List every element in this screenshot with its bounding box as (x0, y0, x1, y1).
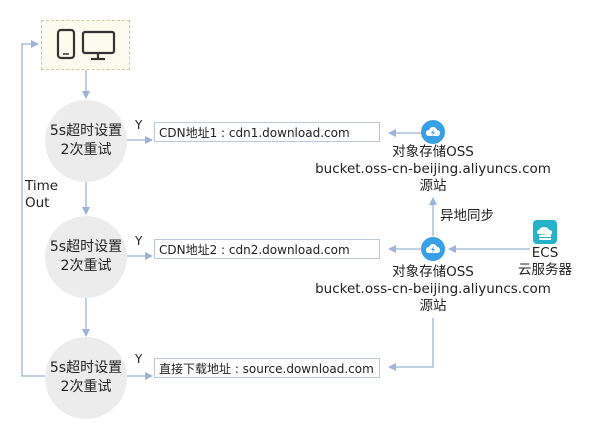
oss-node-2-label: 对象存储OSS bucket.oss-cn-beijing.aliyuncs.c… (301, 264, 565, 315)
oss-title: 对象存储OSS (392, 264, 474, 280)
retry-stage-1: 5s超时设置 2次重试 (45, 100, 127, 182)
ecs-label: ECS 云服务器 (510, 245, 580, 279)
branch-yes-label: Y (135, 234, 143, 248)
timeout-label-line2: Out (25, 195, 50, 211)
sync-label: 异地同步 (440, 208, 494, 224)
timeout-label-line1: Time (25, 178, 59, 194)
ecs-name: ECS (531, 245, 559, 261)
oss-role: 源站 (419, 178, 447, 194)
stage-retry-text: 2次重试 (60, 379, 112, 395)
stage-retry-text: 2次重试 (60, 142, 112, 158)
oss-role: 源站 (419, 298, 447, 314)
ecs-server-icon (532, 219, 558, 245)
desktop-monitor-icon (81, 30, 116, 61)
branch-yes-label: Y (135, 352, 143, 366)
retry-stage-3: 5s超时设置 2次重试 (45, 337, 127, 419)
oss-bucket: bucket.oss-cn-beijing.aliyuncs.com (315, 161, 551, 177)
branch-yes-label: Y (135, 118, 143, 132)
oss-title: 对象存储OSS (392, 144, 474, 160)
oss-cloud-icon (421, 120, 445, 144)
ecs-desc: 云服务器 (518, 262, 572, 278)
client-devices (41, 20, 130, 70)
mobile-phone-icon (56, 28, 76, 60)
stage-timeout-text: 5s超时设置 (49, 239, 123, 255)
cdn-address-2-box: CDN地址2 : cdn2.download.com (154, 239, 380, 259)
stage-timeout-text: 5s超时设置 (49, 360, 123, 376)
oss-node-1-label: 对象存储OSS bucket.oss-cn-beijing.aliyuncs.c… (301, 144, 565, 195)
stage-retry-text: 2次重试 (60, 258, 112, 274)
oss-cloud-icon (421, 237, 445, 261)
timeout-label: Time Out (25, 178, 58, 212)
cdn-address-1-box: CDN地址1 : cdn1.download.com (154, 122, 380, 142)
stage-timeout-text: 5s超时设置 (49, 123, 123, 139)
direct-download-box: 直接下载地址 : source.download.com (154, 358, 380, 378)
retry-stage-2: 5s超时设置 2次重试 (45, 216, 127, 298)
oss-bucket: bucket.oss-cn-beijing.aliyuncs.com (315, 281, 551, 297)
